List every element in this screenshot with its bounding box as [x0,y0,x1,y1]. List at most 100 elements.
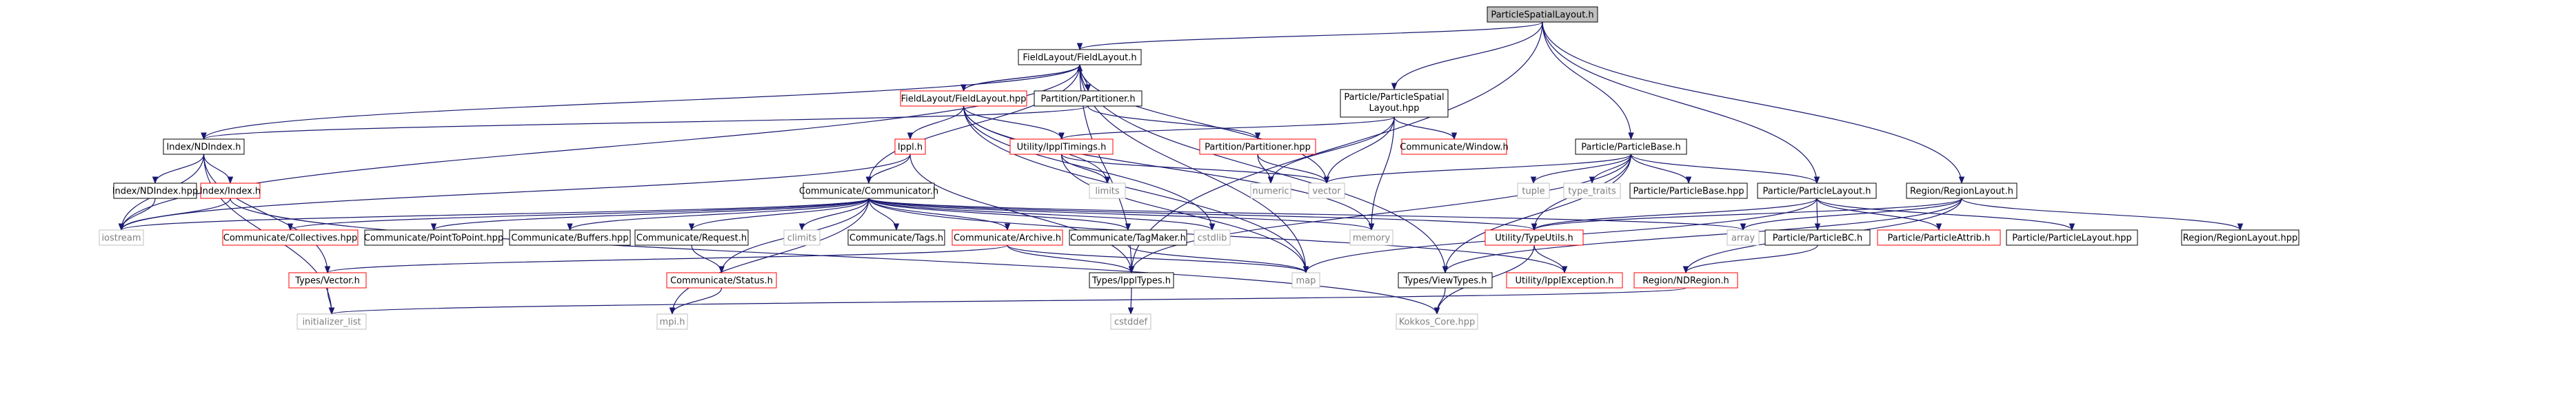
node-ParticleLayout_hpp[interactable]: Particle/ParticleLayout.hpp [2006,229,2138,246]
node-box-vector [1308,183,1345,199]
node-initializer_list: initializer_list [296,313,367,330]
edge-Archive-to-map [1007,244,1309,274]
node-Archive[interactable]: Communicate/Archive.h [952,229,1063,246]
node-label-limits: limits [1095,187,1120,197]
node-ParticleLayout_h[interactable]: Particle/ParticleLayout.h [1757,183,1877,199]
node-NDIndex_hpp[interactable]: Index/NDIndex.hpp [112,183,199,199]
node-CommWindow[interactable]: Communicate/Window.h [1400,138,1509,155]
node-RegionLayout_h[interactable]: Region/RegionLayout.h [1906,183,2017,199]
node-ippl_h[interactable]: Ippl.h [894,138,926,155]
node-ParticleBase[interactable]: Particle/ParticleBase.h [1575,138,1687,155]
edge-Communicator_h-to-memory [868,198,1375,231]
node-ParticleBC[interactable]: Particle/ParticleBC.h [1764,229,1871,246]
node-box-Partitioner_h [1034,90,1143,107]
node-NDIndex_h[interactable]: Index/NDIndex.h [163,138,245,155]
edge-ParticleBC-to-NDRegion [1682,244,1818,274]
node-cstdlib: cstdlib [1194,229,1231,246]
node-climits: climits [783,229,821,246]
edge-Partitioner_hpp-to-numeric [1257,154,1274,185]
node-box-TagMaker [1069,229,1187,246]
node-box-Buffers [509,229,631,246]
node-label-Communicator_h: Communicate/Communicator.h [799,187,938,197]
node-label-ParticleLayout_h: Particle/ParticleLayout.h [1762,187,1871,197]
edge-Partitioner_h-to-NDIndex_h [201,105,1089,140]
node-array: array [1727,229,1760,246]
node-IpplTimings[interactable]: Utility/IpplTimings.h [1009,138,1114,155]
node-ParticleAttrib[interactable]: Particle/ParticleAttrib.h [1877,229,2001,246]
node-PointToPoint[interactable]: Communicate/PointToPoint.hpp [364,229,503,246]
node-IpplTypes[interactable]: Types/IpplTypes.h [1089,272,1174,289]
edge-RegionLayout_h-to-ViewTypes [1442,198,1962,274]
node-label-FieldLayout_hpp: FieldLayout/FieldLayout.hpp [901,94,1027,105]
node-Tags[interactable]: Communicate/Tags.h [847,229,945,246]
node-FieldLayout_hpp[interactable]: FieldLayout/FieldLayout.hpp [900,90,1027,107]
node-Collectives[interactable]: Communicate/Collectives.hpp [222,229,359,246]
node-ViewTypes[interactable]: Types/ViewTypes.h [1398,272,1493,289]
node-label-array: array [1731,233,1755,244]
node-label-ParticleLayout_hpp: Particle/ParticleLayout.hpp [2012,233,2132,244]
edge-ParticleSpatialLayout_hpp-to-vector [1323,116,1395,185]
node-label-climits: climits [787,233,817,244]
node-box-ParticleSpatialLayout_hpp [1340,89,1449,118]
node-box-ParticleBase_hpp [1629,183,1748,199]
node-label-map: map [1296,276,1316,286]
node-box-Tags [847,229,945,246]
node-TypeUtils[interactable]: Utility/TypeUtils.h [1485,229,1584,246]
edge-CommStatus-to-mpi_h [669,287,723,315]
node-label-Request: Communicate/Request.h [636,233,747,244]
node-Partitioner_hpp[interactable]: Partition/Partitioner.hpp [1199,138,1316,155]
node-CommStatus[interactable]: Communicate/Status.h [666,272,777,289]
node-label-Index_h: Index/Index.h [200,187,261,197]
node-limits: limits [1089,183,1126,199]
node-label-CommWindow: Communicate/Window.h [1400,143,1508,153]
node-TagMaker[interactable]: Communicate/TagMaker.h [1069,229,1187,246]
node-label-Buffers: Communicate/Buffers.hpp [511,233,628,244]
node-label-numeric: numeric [1252,187,1289,197]
node-memory: memory [1349,229,1393,246]
node-FieldLayout_h[interactable]: FieldLayout/FieldLayout.h [1018,49,1142,65]
edge-TypeUtils-to-IpplException [1533,244,1568,274]
edge-Communicator_h-to-mpi_h [669,198,869,315]
edge-FieldLayout_h-to-vector [1079,64,1330,185]
graph-edges [118,21,2244,315]
node-Partitioner_h[interactable]: Partition/Partitioner.h [1034,90,1143,107]
edge-FieldLayout_hpp-to-cstdlib [963,105,1216,231]
node-box-type_traits [1563,183,1621,199]
node-box-iostream [99,229,144,246]
node-ParticleBase_hpp[interactable]: Particle/ParticleBase.hpp [1629,183,1748,199]
node-label-TypeUtils: Utility/TypeUtils.h [1495,233,1573,244]
node-Buffers[interactable]: Communicate/Buffers.hpp [509,229,631,246]
node-Request[interactable]: Communicate/Request.h [634,229,749,246]
node-ParticleSpatialLayout[interactable]: ParticleSpatialLayout.h [1487,6,1598,23]
edge-ParticleLayout_h-to-ParticleLayout_hpp [1816,198,2075,231]
node-box-TypeUtils [1485,229,1584,246]
node-IpplException[interactable]: Utility/IpplException.h [1506,272,1623,289]
node-box-FieldLayout_hpp [900,90,1027,107]
node-label-CommStatus: Communicate/Status.h [670,276,773,286]
node-TypesVector[interactable]: Types/Vector.h [288,272,367,289]
node-label-Tags: Communicate/Tags.h [849,233,943,244]
node-box-array [1727,229,1760,246]
edge-ParticleBase-to-IpplTypes [1128,154,1632,274]
edge-ParticleBase-to-ParticleLayout_h [1630,154,1820,185]
node-label-IpplException: Utility/IpplException.h [1516,276,1614,286]
node-label-ParticleBase: Particle/ParticleBase.h [1581,143,1680,153]
node-type_traits: type_traits [1563,183,1621,199]
node-Kokkos_Core: Kokkos_Core.hpp [1396,313,1478,330]
edge-Communicator_h-to-Tags [868,198,900,231]
node-label-Partitioner_h: Partition/Partitioner.h [1040,94,1135,105]
node-box-Partitioner_hpp [1199,138,1316,155]
edge-Communicator_h-to-cstdlib [868,198,1216,231]
node-RegionLayout_hpp[interactable]: Region/RegionLayout.hpp [2181,229,2300,246]
node-box-CommStatus [666,272,777,289]
node-box-ParticleLayout_hpp [2006,229,2138,246]
edge-ParticleBase-to-ViewTypes [1442,154,1632,274]
node-box-tuple [1517,183,1550,199]
node-box-IpplTimings [1009,138,1114,155]
node-Communicator_h[interactable]: Communicate/Communicator.h [799,183,938,199]
node-Index_h[interactable]: Index/Index.h [200,183,261,199]
node-box-ParticleAttrib [1877,229,2001,246]
node-NDRegion[interactable]: Region/NDRegion.h [1633,272,1738,289]
